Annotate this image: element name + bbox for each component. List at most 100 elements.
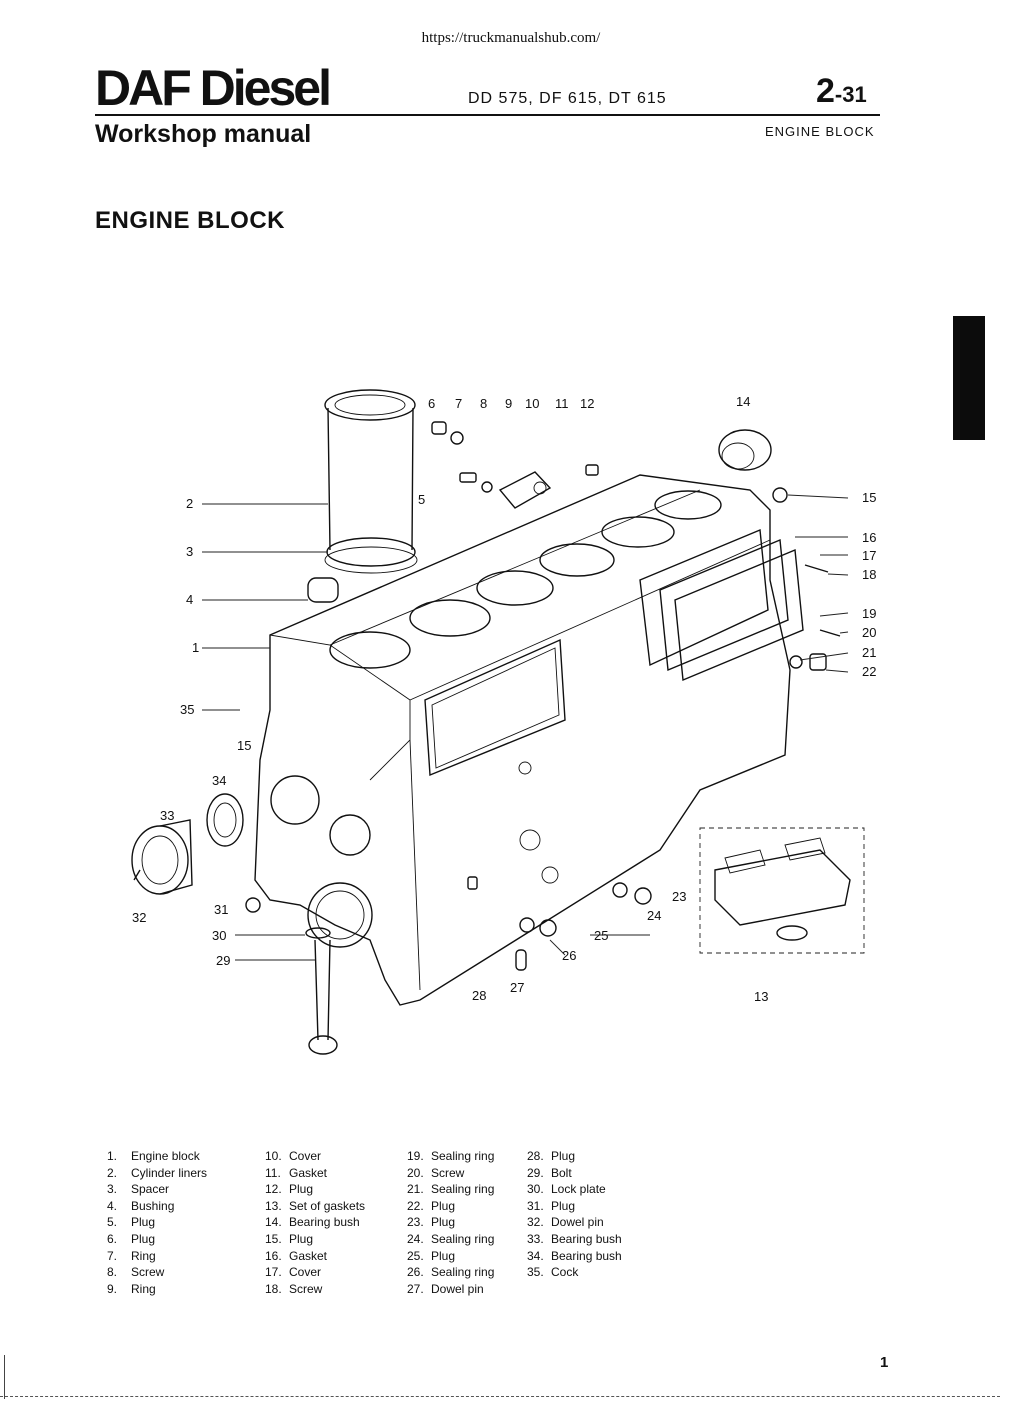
legend-item-number: 26. — [407, 1265, 424, 1280]
legend-item-number: 18. — [265, 1281, 282, 1296]
callout-2: 2 — [186, 496, 193, 511]
callout-12: 12 — [580, 396, 594, 411]
legend-item: 17.Cover — [265, 1264, 365, 1281]
callout-17: 17 — [862, 548, 876, 563]
legend-item-label: Bearing bush — [289, 1215, 360, 1230]
legend-item-number: 27. — [407, 1281, 424, 1296]
legend-item-number: 15. — [265, 1231, 282, 1246]
callout-19: 19 — [862, 606, 876, 621]
legend-item-label: Sealing ring — [431, 1182, 495, 1197]
legend-item-number: 20. — [407, 1165, 424, 1180]
legend-item-number: 7. — [107, 1248, 118, 1263]
callout-9: 9 — [505, 396, 512, 411]
legend-item-number: 33. — [527, 1231, 544, 1246]
legend-item-label: Sealing ring — [431, 1265, 495, 1280]
callout-4: 4 — [186, 592, 193, 607]
legend-item: 7.Ring — [107, 1248, 207, 1265]
legend-item: 29.Bolt — [527, 1165, 622, 1182]
legend-item-label: Bearing bush — [551, 1231, 622, 1246]
legend-item-label: Plug — [551, 1149, 576, 1163]
legend-item: 9.Ring — [107, 1281, 207, 1298]
legend-item: 34.Bearing bush — [527, 1248, 622, 1265]
page-code: 2-31 — [816, 72, 867, 111]
legend-item: 27. Dowel pin — [407, 1281, 494, 1298]
legend-item-label: Bolt — [551, 1165, 572, 1180]
legend-item-label: Cover — [289, 1149, 322, 1163]
legend-item: 16.Gasket — [265, 1248, 365, 1265]
callout-16: 16 — [862, 530, 876, 545]
callout-34: 34 — [212, 773, 226, 788]
legend-item-number: 25. — [407, 1248, 424, 1263]
legend-item-number: 35. — [527, 1265, 544, 1280]
page-title: ENGINE BLOCK — [95, 207, 286, 234]
legend-item-number: 31. — [527, 1198, 544, 1213]
legend-item: 2.Cylinder liners — [107, 1165, 207, 1182]
legend-item-label: Plug — [551, 1198, 576, 1213]
bolt-and-lock-plate — [245, 897, 338, 1055]
legend-item-label: Lock plate — [551, 1182, 606, 1197]
legend-item-label: Cock — [551, 1265, 579, 1280]
legend-item-label: Sealing ring — [431, 1149, 495, 1163]
legend-item-label: Plug — [289, 1231, 314, 1246]
legend-item: 24.Sealing ring — [407, 1231, 494, 1248]
page-number: 1 — [880, 1354, 889, 1371]
legend-item-label: Dowel pin — [431, 1281, 484, 1296]
legend-item-label: Plug — [131, 1215, 156, 1230]
legend-item-label: Set of gaskets — [289, 1198, 366, 1213]
callout-13: 13 — [754, 989, 768, 1004]
legend-item: 22.Plug — [407, 1198, 494, 1215]
callout-11: 11 — [555, 396, 569, 411]
callout-35: 35 — [180, 702, 194, 717]
legend-item: 35. Cock — [527, 1264, 622, 1281]
callout-26: 26 — [562, 948, 576, 963]
legend-item: 5.Plug — [107, 1214, 207, 1231]
callout-8: 8 — [480, 396, 487, 411]
legend-item: 31. Plug — [527, 1198, 622, 1215]
legend-item: 13.Set of gaskets — [265, 1198, 365, 1215]
callout-22: 22 — [862, 664, 876, 679]
callout-21: 21 — [862, 645, 876, 660]
legend-item: 26. Sealing ring — [407, 1264, 494, 1281]
legend-item: 23.Plug — [407, 1214, 494, 1231]
legend-item: 12.Plug — [265, 1181, 365, 1198]
legend-item-number: 14. — [265, 1215, 282, 1230]
rear-bearing-bushes — [131, 793, 244, 895]
callout-33: 33 — [160, 808, 174, 823]
page-code-suffix: -31 — [834, 82, 867, 107]
legend-item: 11. Gasket — [265, 1165, 365, 1182]
legend-item-label: Gasket — [289, 1165, 328, 1180]
cylinder-liner-drawing — [307, 389, 418, 603]
legend-item-label: Screw — [131, 1265, 165, 1280]
legend-item: 30.Lock plate — [527, 1181, 622, 1198]
callout-1: 1 — [192, 640, 199, 655]
legend-item-label: Plug — [131, 1231, 156, 1246]
legend-item-number: 11. — [265, 1165, 281, 1180]
brand-logo: DAF Diesel — [95, 60, 332, 116]
legend-item-label: Screw — [289, 1281, 323, 1296]
legend-item: 15. Plug — [265, 1231, 365, 1248]
callout-25: 25 — [594, 928, 608, 943]
legend-item-label: Engine block — [131, 1149, 200, 1163]
legend-item-number: 28. — [527, 1149, 544, 1163]
engine-models: DD 575, DF 615, DT 615 — [468, 90, 667, 107]
source-url: https://truckmanualshub.com/ — [421, 30, 601, 46]
legend-item: 14. Bearing bush — [265, 1214, 365, 1231]
legend-item-number: 10. — [265, 1149, 282, 1163]
callout-29: 29 — [216, 953, 230, 968]
legend-item: 4.Bushing — [107, 1198, 207, 1215]
callout-23: 23 — [672, 889, 686, 904]
legend-item-number: 8. — [107, 1265, 118, 1280]
legend-item-label: Plug — [431, 1248, 456, 1263]
legend-item: 6. Plug — [107, 1231, 207, 1248]
legend-item: 28. Plug — [527, 1148, 622, 1165]
legend-item-number: 9. — [107, 1281, 118, 1296]
legend-item-number: 23. — [407, 1215, 424, 1230]
legend-item-number: 6. — [107, 1231, 118, 1246]
engine-block-exploded-diagram: 2 3 4 1 5 6 7 8 9 10 11 12 14 15 16 17 1… — [131, 389, 876, 1055]
legend-item: 33. Bearing bush — [527, 1231, 622, 1248]
leader-lines — [202, 494, 849, 961]
legend-item: 32.Dowel pin — [527, 1214, 622, 1231]
legend-item-label: Screw — [431, 1165, 465, 1180]
legend-item-number: 22. — [407, 1198, 424, 1213]
